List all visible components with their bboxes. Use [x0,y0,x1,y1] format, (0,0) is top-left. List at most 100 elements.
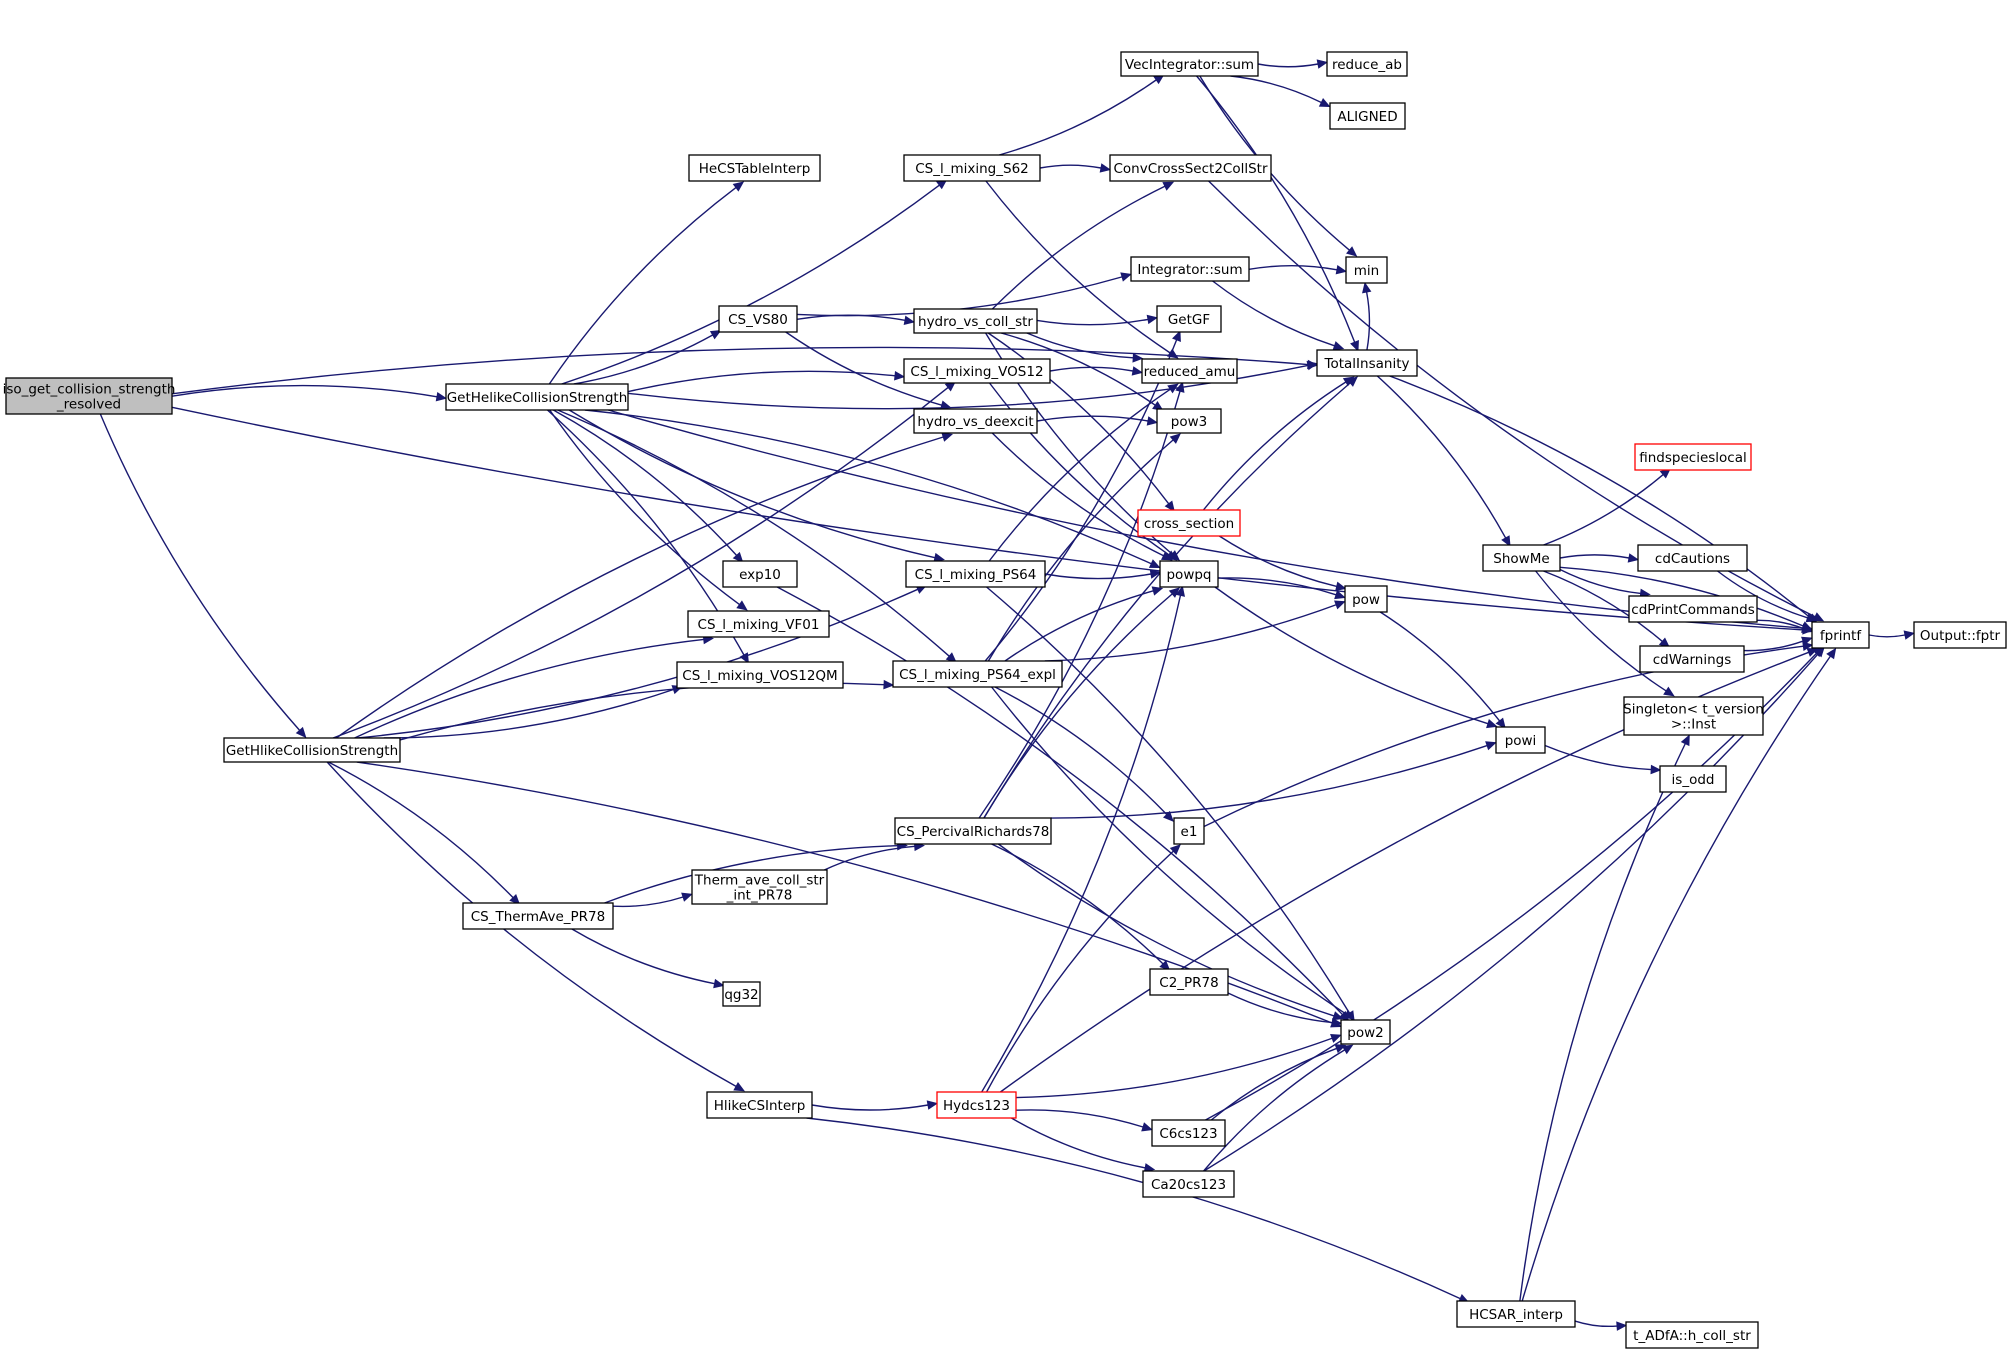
edge-csta-qg32 [571,928,725,989]
node-redab[interactable]: reduce_ab [1326,51,1408,77]
edge-arrowhead [1501,535,1511,547]
edge-exp10-pow2 [776,586,1350,1022]
node-box [688,154,821,182]
edge-hyd-e1 [985,844,1181,1093]
edge-layer [99,59,1916,1331]
edge-arrowhead [732,181,745,192]
edge-arrowhead [1148,559,1161,568]
node-getgf[interactable]: GetGF [1156,305,1222,333]
node-ti[interactable]: TotalInsanity [1316,349,1418,377]
node-gethe[interactable]: GetHelikeCollisionStrength [445,383,629,411]
edge-arrowhead [1132,353,1144,363]
edge-line [354,638,704,739]
edge-ps64e-pow [1044,600,1346,662]
node-fprintf[interactable]: fprintf [1811,621,1870,649]
node-hvcs[interactable]: hydro_vs_coll_str [913,308,1038,334]
node-hvde[interactable]: hydro_vs_deexcit [913,408,1038,434]
node-cspr[interactable]: CS_PercivalRichards78 [894,817,1052,845]
edge-line [627,370,896,393]
node-label: >::Inst [1671,717,1716,733]
node-label: CS_l_mixing_VOS12QM [682,668,837,684]
node-adfa[interactable]: t_ADfA::h_coll_str [1625,1321,1759,1349]
edge-arrowhead [732,551,744,563]
node-hcsi[interactable]: HlikeCSInterp [706,1091,813,1119]
node-hcsar[interactable]: HCSAR_interp [1456,1300,1576,1328]
node-label: CS_l_mixing_VF01 [698,617,820,633]
node-c6[interactable]: C6cs123 [1151,1119,1226,1147]
edge-arrowhead [1120,272,1132,282]
node-ps64[interactable]: CS_l_mixing_PS64 [905,560,1046,588]
node-vos12[interactable]: CS_l_mixing_VOS12 [903,358,1051,384]
edge-vos12-ramu [1049,366,1144,376]
node-layer: iso_get_collision_strength_resolved GetHe… [3,51,2007,1349]
edge-line [1535,570,1667,692]
edge-arrowhead [1162,181,1175,191]
node-label: _resolved [56,397,121,413]
node-iso[interactable]: iso_get_collision_strength_resolved [3,377,176,415]
edge-arrowhead [1318,98,1331,108]
node-label: CS_l_mixing_VOS12 [910,364,1043,380]
node-box [1913,621,2007,649]
edge-arrowhead [1167,383,1179,394]
node-c2pr[interactable]: C2_PR78 [1149,968,1229,996]
edge-arrowhead [1146,416,1159,426]
node-fptr[interactable]: Output::fptr [1913,621,2007,649]
node-powi[interactable]: powi [1495,726,1546,754]
edge-hvcs-conv [991,181,1175,310]
edge-arrowhead [1169,433,1181,444]
node-pow2[interactable]: pow2 [1340,1019,1391,1045]
node-label: Singleton< t_version [1623,702,1764,718]
node-sing[interactable]: Singleton< t_version>::Inst [1623,696,1764,736]
node-box [1811,621,1870,649]
node-showme[interactable]: ShowMe [1482,544,1561,572]
node-csec[interactable]: cross_section [1137,509,1241,537]
node-hyd[interactable]: Hydcs123 [936,1091,1017,1119]
node-pow[interactable]: pow [1344,585,1388,613]
node-box [1345,256,1388,284]
node-aligned[interactable]: ALIGNED [1329,102,1406,130]
node-intsum[interactable]: Integrator::sum [1130,256,1250,282]
node-ramu[interactable]: reduced_amu [1141,358,1238,384]
node-fsl[interactable]: findspecieslocal [1634,443,1752,471]
edge-arrowhead [1175,585,1185,597]
node-geth[interactable]: GetHlikeCollisionStrength [223,737,401,763]
node-min[interactable]: min [1345,256,1388,284]
node-cs80[interactable]: CS_VS80 [718,305,798,333]
edge-line [1389,375,1811,619]
node-cdc[interactable]: cdCautions [1637,544,1748,572]
node-hecs[interactable]: HeCSTableInterp [688,154,821,182]
node-vos12qm[interactable]: CS_l_mixing_VOS12QM [676,661,844,689]
node-e1[interactable]: e1 [1173,817,1205,845]
node-ca20[interactable]: Ca20cs123 [1142,1170,1235,1198]
node-ps64e[interactable]: CS_l_mixing_PS64_expl [892,660,1063,688]
edge-hcsi-hyd [811,1100,939,1111]
node-exp10[interactable]: exp10 [722,560,798,588]
node-label: VecIntegrator::sum [1125,57,1254,73]
edge-arrowhead [1330,1033,1342,1043]
edge-hyd-c6 [1015,1109,1153,1132]
edge-line [1365,291,1371,351]
edge-fprintf-fptr [1868,630,1916,640]
edge-line [1756,619,1804,630]
node-powpq[interactable]: powpq [1159,560,1219,588]
node-cdw[interactable]: cdWarnings [1639,645,1745,673]
node-cdpc[interactable]: cdPrintCommands [1628,595,1758,623]
node-box [1137,509,1241,537]
node-vf01[interactable]: CS_l_mixing_VF01 [687,610,830,638]
node-s62[interactable]: CS_l_mixing_S62 [903,154,1041,182]
node-vecsum[interactable]: VecIntegrator::sum [1120,51,1259,77]
edge-arrowhead [1350,340,1359,352]
node-qg32[interactable]: qg32 [722,981,761,1007]
node-conv[interactable]: ConvCrossSect2CollStr [1109,154,1272,182]
edge-line [987,439,1174,662]
node-tacs[interactable]: Therm_ave_coll_str_int_PR78 [691,869,828,905]
node-box [223,737,401,763]
node-isodd[interactable]: is_odd [1659,765,1727,793]
node-csta[interactable]: CS_ThermAve_PR78 [462,902,614,930]
node-pow3[interactable]: pow3 [1156,408,1222,434]
node-box [1482,544,1561,572]
edge-line [326,761,737,1088]
edge-iso-fprintf [171,406,1814,635]
edge-arrowhead [1160,551,1173,561]
